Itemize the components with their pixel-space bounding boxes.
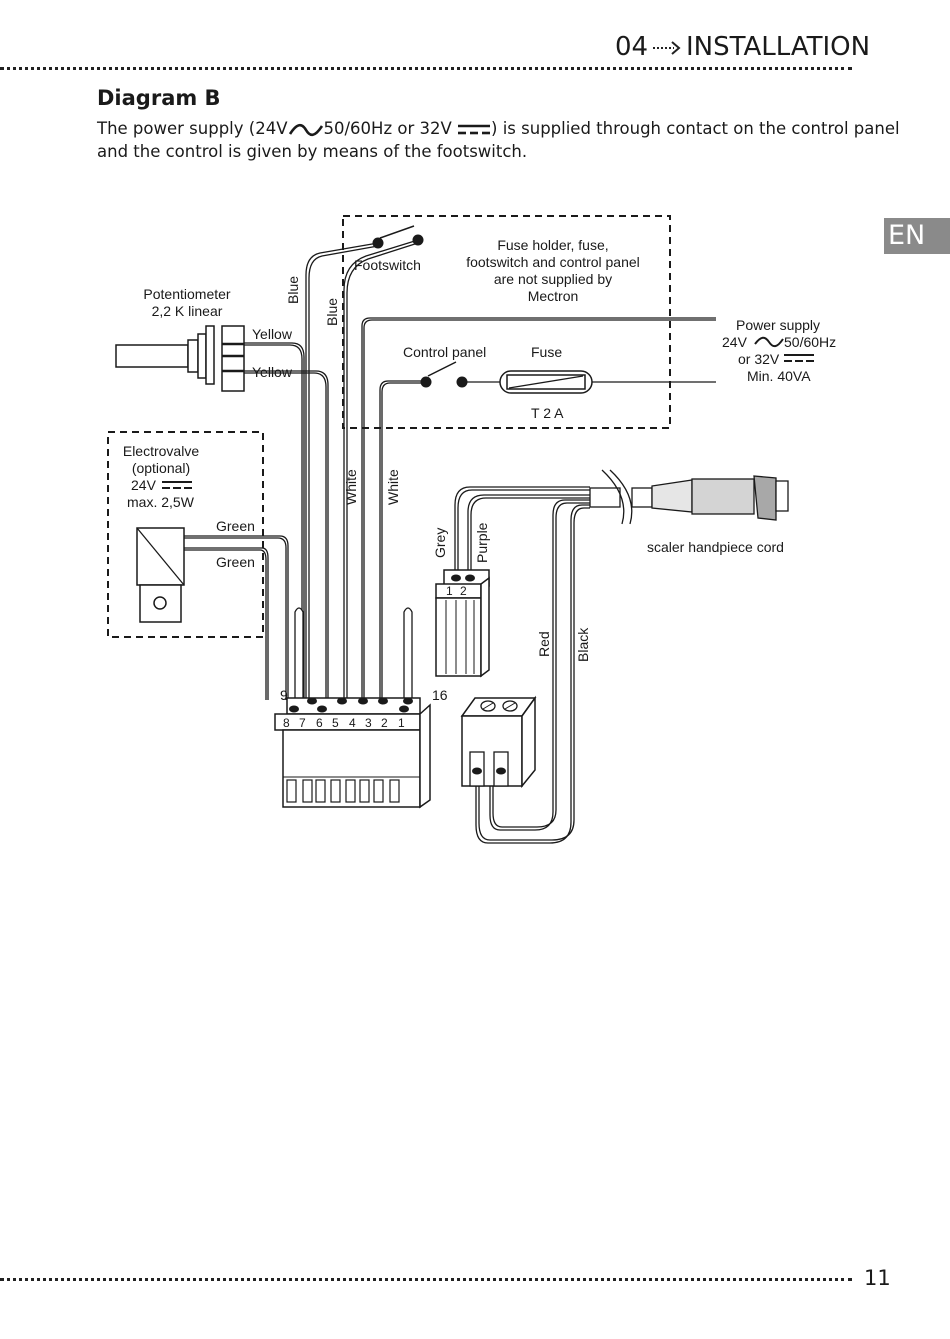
purple-label: Purple [474, 522, 490, 563]
blue-label-2: Blue [324, 298, 340, 326]
red-label: Red [536, 631, 552, 657]
electrovalve-dc-symbol-icon [161, 481, 193, 489]
not-supplied-box [342, 215, 671, 429]
terminal-start-label: 9 [280, 687, 288, 703]
terminal-pin-label: 8 [283, 716, 290, 730]
section-number: 04 [615, 32, 649, 62]
power-supply-title: Power supply [736, 317, 820, 333]
power-supply-min: Min. 40VA [747, 368, 811, 384]
small-connector [435, 569, 490, 678]
dc-symbol-icon [458, 124, 491, 134]
terminal-pin-label: 7 [299, 716, 306, 730]
blue-label-1: Blue [285, 276, 301, 304]
page-number: 11 [864, 1266, 891, 1290]
connector-pin-2: 2 [460, 584, 467, 598]
section-title: INSTALLATION [686, 32, 871, 62]
white-label-2: White [385, 469, 401, 505]
green-label-1: Green [216, 518, 255, 534]
terminal-block [274, 607, 431, 809]
diagram-heading: Diagram B [97, 86, 221, 110]
fuse-label: Fuse [531, 344, 562, 360]
intro-text-b: 50/60Hz or 32V [323, 119, 452, 138]
footswitch-component [372, 225, 424, 249]
ac-symbol-icon [288, 123, 323, 136]
screw-terminal [460, 695, 537, 789]
electrovalve-voltage: 24V [131, 477, 157, 493]
footswitch-label: Footswitch [354, 257, 421, 273]
electrovalve-box [107, 431, 264, 638]
white-label-1: White [343, 469, 359, 505]
connector-pin-1: 1 [446, 584, 453, 598]
intro-text-a: The power supply (24V [97, 119, 288, 138]
terminal-pin-label: 6 [316, 716, 323, 730]
intro-line-1: The power supply (24V 50/60Hz or 32V ) is… [97, 119, 900, 138]
yellow-label-1: Yellow [252, 326, 293, 342]
fuse-component [499, 370, 593, 394]
green-label-2: Green [216, 554, 255, 570]
handpiece-cord-label: scaler handpiece cord [647, 539, 784, 555]
header-divider [0, 67, 852, 70]
wires [184, 239, 716, 844]
terminal-pin-label: 3 [365, 716, 372, 730]
not-supplied-note: Fuse holder, fuse,footswitch and control… [466, 237, 640, 304]
terminal-end-label: 16 [432, 687, 448, 703]
control-panel-label: Control panel [403, 344, 486, 360]
power-ac-symbol-icon [754, 336, 784, 348]
electrovalve-component [136, 527, 185, 623]
language-tab: EN [884, 218, 950, 254]
dotted-arrow-icon [653, 41, 681, 55]
power-supply-dc-voltage: or 32V [738, 351, 780, 367]
intro-text-c: ) is supplied through contact on the con… [491, 119, 900, 138]
terminal-pin-label: 4 [349, 716, 356, 730]
terminal-pin-label: 1 [398, 716, 405, 730]
handpiece-cord [589, 469, 789, 525]
power-supply-frequency: 50/60Hz [784, 334, 836, 350]
footer-divider [0, 1278, 852, 1281]
electrovalve-label: Electrovalve(optional) [123, 443, 199, 476]
power-supply-ac-voltage: 24V [722, 334, 748, 350]
black-label: Black [575, 627, 591, 662]
yellow-label-2: Yellow [252, 364, 293, 380]
potentiometer-component [115, 325, 245, 392]
electrovalve-power: max. 2,5W [127, 494, 195, 510]
fuse-rating-label: T 2 A [531, 405, 564, 421]
terminal-pin-labels: 8 7 6 5 4 3 2 1 [283, 716, 405, 730]
control-panel-switch [420, 361, 468, 388]
power-dc-symbol-icon [783, 354, 815, 362]
terminal-pin-label: 2 [381, 716, 388, 730]
intro-line-2: and the control is given by means of the… [97, 142, 528, 161]
terminal-pin-label: 5 [332, 716, 339, 730]
grey-label: Grey [432, 528, 448, 558]
